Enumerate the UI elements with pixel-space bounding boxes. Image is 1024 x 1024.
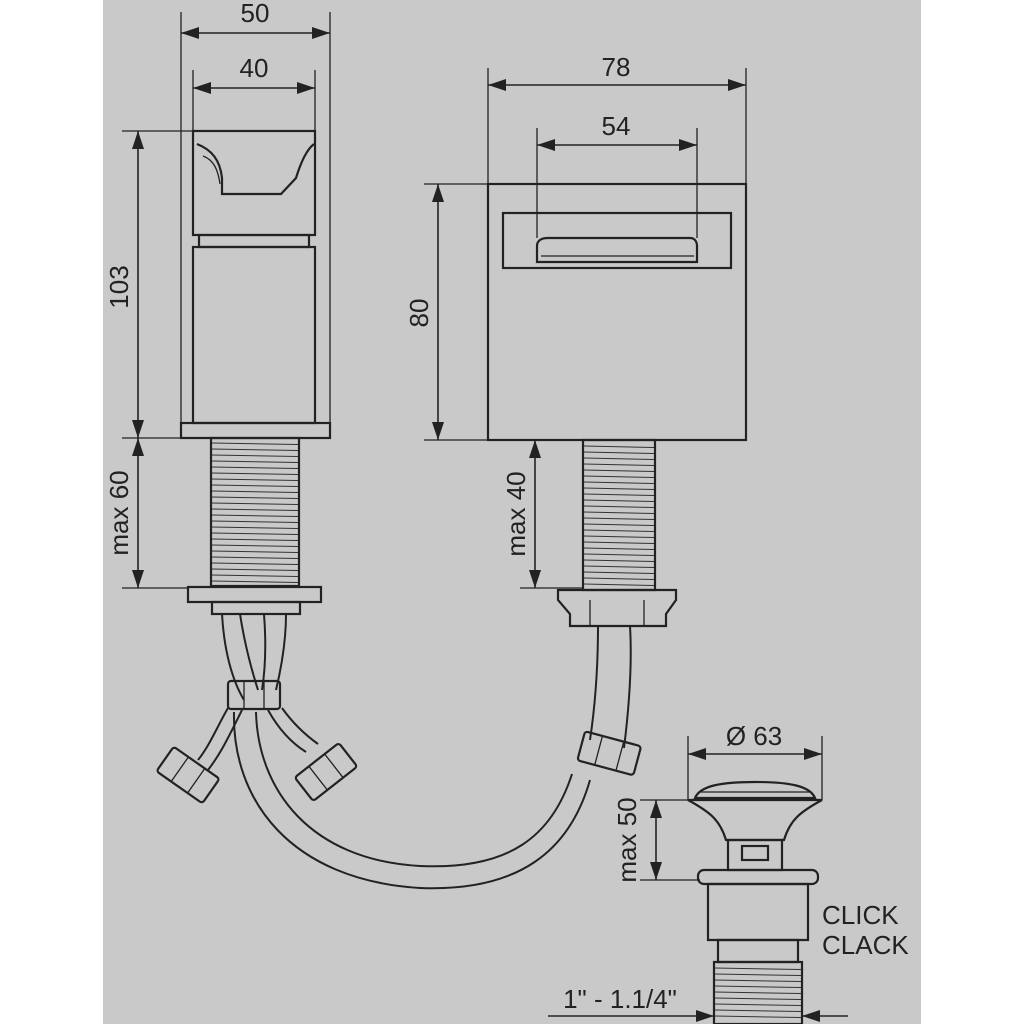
handle-tail-length-label: max 40: [501, 471, 531, 556]
thread-line: [211, 478, 299, 481]
handle-height-label: 80: [404, 299, 434, 328]
drain-thread-size-label: 1" - 1.1/4": [563, 984, 677, 1014]
thread-line: [583, 445, 655, 448]
drain-type-line2: CLACK: [822, 930, 909, 960]
thread-line: [211, 574, 299, 577]
thread-line: [583, 547, 655, 550]
thread-line: [211, 556, 299, 559]
thread-line: [583, 511, 655, 514]
drawing-panel: [103, 0, 921, 1024]
drain-type-line1: CLICK: [822, 900, 899, 930]
thread-line: [583, 583, 655, 586]
thread-line: [714, 967, 802, 970]
thread-line: [211, 502, 299, 505]
thread-line: [714, 991, 802, 994]
thread-line: [583, 529, 655, 532]
thread-line: [714, 979, 802, 982]
drain-length-label: max 50: [612, 797, 642, 882]
spout-height-label: 103: [104, 265, 134, 308]
thread-line: [211, 454, 299, 457]
thread-line: [714, 1009, 802, 1012]
thread-line: [211, 442, 299, 445]
thread-line: [211, 466, 299, 469]
thread-line: [583, 565, 655, 568]
thread-line: [583, 577, 655, 580]
spout-hoses: [156, 613, 591, 890]
thread-line: [583, 493, 655, 496]
thread-line: [211, 532, 299, 535]
thread-line: [211, 514, 299, 517]
thread-line: [211, 520, 299, 523]
spout-width-outer-label: 50: [241, 0, 270, 28]
thread-line: [211, 484, 299, 487]
spout-width-inner-label: 40: [240, 53, 269, 83]
thread-line: [211, 508, 299, 511]
drain-diameter-label: Ø 63: [726, 721, 782, 751]
handle-thread: [583, 445, 655, 586]
thread-line: [211, 448, 299, 451]
drain-thread: [714, 967, 802, 1018]
thread-line: [211, 490, 299, 493]
thread-line: [583, 457, 655, 460]
thread-line: [211, 472, 299, 475]
thread-line: [211, 538, 299, 541]
thread-line: [211, 496, 299, 499]
thread-line: [714, 997, 802, 1000]
thread-line: [583, 553, 655, 556]
thread-line: [211, 544, 299, 547]
thread-line: [583, 505, 655, 508]
thread-line: [583, 541, 655, 544]
handle-width-inner-label: 54: [602, 111, 631, 141]
thread-line: [583, 481, 655, 484]
thread-line: [583, 475, 655, 478]
thread-line: [583, 571, 655, 574]
thread-line: [583, 523, 655, 526]
thread-line: [583, 469, 655, 472]
spout-tail-length-label: max 60: [104, 470, 134, 555]
thread-line: [211, 460, 299, 463]
thread-line: [583, 535, 655, 538]
thread-line: [583, 499, 655, 502]
thread-line: [211, 562, 299, 565]
handle-drawing: [486, 182, 748, 776]
drain-drawing: [687, 780, 823, 1024]
spout-thread: [211, 442, 299, 583]
thread-line: [583, 487, 655, 490]
thread-line: [714, 1015, 802, 1018]
spout-drawing: [179, 129, 332, 616]
thread-line: [211, 550, 299, 553]
dimension-arrows: [132, 27, 822, 1022]
thread-line: [211, 526, 299, 529]
thread-line: [211, 568, 299, 571]
thread-line: [714, 973, 802, 976]
handle-width-outer-label: 78: [602, 52, 631, 82]
thread-line: [211, 580, 299, 583]
thread-line: [583, 517, 655, 520]
thread-line: [583, 463, 655, 466]
thread-line: [583, 451, 655, 454]
thread-line: [714, 1003, 802, 1006]
thread-line: [583, 559, 655, 562]
thread-line: [714, 985, 802, 988]
